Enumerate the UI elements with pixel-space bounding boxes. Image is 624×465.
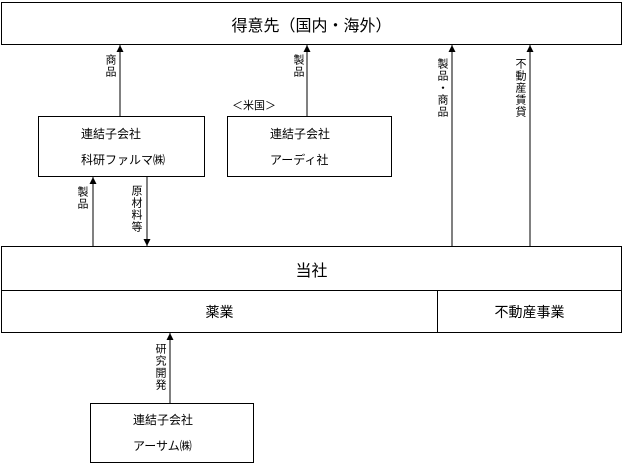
pharma-segment-box: 薬業 — [1, 290, 438, 333]
flow-label-kaken-to-company: 原材料等 — [130, 185, 143, 233]
kaken-type: 連結子会社 — [81, 126, 142, 141]
company-box: 当社 — [1, 246, 622, 291]
flow-label-kaken-to-customers: 商品 — [104, 54, 117, 78]
customers-label: 得意先（国内・海外） — [231, 15, 392, 35]
asamu-name: アーサム㈱ — [133, 439, 192, 453]
rd-name: アーディ社 — [270, 152, 329, 167]
flow-label-rd-to-customers: 製品 — [292, 54, 305, 78]
flow-label-company-goods: 製品・商品 — [436, 58, 449, 118]
realestate-segment-label: 不動産事業 — [494, 304, 565, 321]
pharma-segment-label: 薬業 — [205, 304, 234, 321]
kaken-pharma-box: 連結子会社 科研ファルマ㈱ — [38, 116, 205, 177]
asamu-box: 連結子会社 アーサム㈱ — [90, 403, 254, 463]
flow-label-asamu-to-pharma: 研究開発 — [154, 343, 167, 391]
realestate-segment-box: 不動産事業 — [437, 290, 622, 333]
company-label: 当社 — [295, 260, 328, 280]
flow-label-company-to-kaken: 製品 — [76, 186, 89, 210]
rd-type: 連結子会社 — [270, 126, 331, 141]
rd-region-label: ＜米国＞ — [232, 99, 276, 112]
customers-box: 得意先（国内・海外） — [1, 2, 622, 45]
kaken-name: 科研ファルマ㈱ — [81, 152, 166, 167]
flow-label-company-realestate: 不動産賃貸 — [514, 58, 527, 118]
rd-company-box: 連結子会社 アーディ社 — [227, 116, 392, 177]
asamu-type: 連結子会社 — [133, 413, 194, 427]
